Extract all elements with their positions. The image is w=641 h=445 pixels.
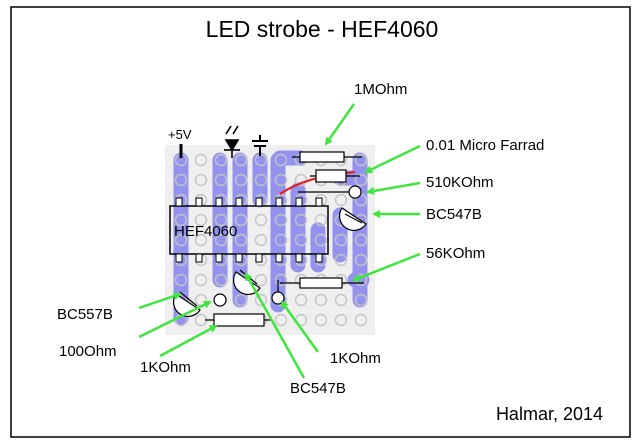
- board-hole: [354, 153, 368, 167]
- label-capacitor: 0.01 Micro Farrad: [426, 137, 544, 154]
- arrow-100ohm: [138, 300, 212, 339]
- diagram-frame: [10, 6, 631, 438]
- board-hole: [214, 153, 228, 167]
- board-hole: [274, 313, 288, 327]
- board-hole: [354, 173, 368, 187]
- label-56k: 56KOhm: [426, 245, 485, 262]
- board-hole: [174, 173, 188, 187]
- board-hole: [314, 213, 328, 227]
- board-hole: [174, 213, 188, 227]
- arrow-1k-right: [280, 300, 320, 353]
- label-1k-left: 1KOhm: [140, 359, 191, 376]
- board-hole: [314, 293, 328, 307]
- board-hole: [234, 153, 248, 167]
- label-100ohm: 100Ohm: [59, 343, 117, 360]
- arrow-56k: [352, 252, 421, 282]
- board-hole: [234, 213, 248, 227]
- board-hole: [194, 233, 208, 247]
- arrow-bc547b-bottom: [244, 272, 306, 379]
- label-bc547b-bottom: BC547B: [290, 380, 346, 397]
- arrow-1mohm: [324, 103, 356, 146]
- board-hole: [274, 153, 288, 167]
- ground-icon: [252, 135, 268, 156]
- supply-label: +5V: [168, 127, 192, 142]
- arrow-1k-left: [159, 324, 218, 358]
- resistor-100ohm: [213, 293, 227, 307]
- board-hole: [254, 213, 268, 227]
- ic-label: HEF4060: [174, 223, 237, 240]
- label-bc547b-top: BC547B: [426, 206, 482, 223]
- board-hole: [174, 233, 188, 247]
- board-hole: [294, 213, 308, 227]
- resistor-1mohm: [292, 151, 362, 163]
- pointer-arrows: [138, 103, 421, 379]
- board-hole: [214, 173, 228, 187]
- capacitor-001uf: [310, 169, 360, 183]
- board-hole: [274, 273, 288, 287]
- board-hole: [254, 173, 268, 187]
- board-hole: [214, 233, 228, 247]
- board-hole: [314, 233, 328, 247]
- board-hole: [334, 293, 348, 307]
- board-hole: [234, 173, 248, 187]
- arrow-bc557b: [138, 292, 182, 310]
- board-hole: [354, 253, 368, 267]
- board-hole: [174, 273, 188, 287]
- arrow-510k: [366, 181, 421, 195]
- board-hole: [194, 273, 208, 287]
- board-hole: [334, 313, 348, 327]
- label-1k-right: 1KOhm: [330, 350, 381, 367]
- board-hole: [354, 233, 368, 247]
- board-hole: [214, 213, 228, 227]
- board-hole: [234, 233, 248, 247]
- board-hole: [334, 233, 348, 247]
- board-hole: [254, 273, 268, 287]
- resistor-510k: [298, 185, 362, 199]
- board-hole: [254, 233, 268, 247]
- board-hole: [194, 213, 208, 227]
- board-hole: [254, 293, 268, 307]
- board-hole: [314, 313, 328, 327]
- resistor-1k-left: [205, 313, 272, 327]
- arrow-c001: [364, 144, 421, 174]
- board-hole: [274, 233, 288, 247]
- board-hole: [274, 213, 288, 227]
- resistor-56k: [280, 277, 364, 289]
- board-hole: [334, 193, 348, 207]
- board-hole: [234, 293, 248, 307]
- board-hole: [214, 273, 228, 287]
- ic-hef4060: HEF4060: [169, 197, 329, 263]
- board-hole: [194, 173, 208, 187]
- board-hole: [334, 253, 348, 267]
- board-hole: [294, 173, 308, 187]
- credit-text: Halmar, 2014: [496, 404, 603, 424]
- diagram-title: LED strobe - HEF4060: [206, 16, 439, 42]
- transistor-bc547b-top: [338, 207, 367, 231]
- label-1mohm: 1MOhm: [354, 81, 407, 98]
- board-hole: [354, 313, 368, 327]
- led-icon: [224, 125, 240, 158]
- board-hole: [294, 293, 308, 307]
- board-hole: [294, 233, 308, 247]
- board-hole: [274, 173, 288, 187]
- label-bc557b: BC557B: [57, 306, 113, 323]
- label-510k: 510KOhm: [426, 174, 494, 191]
- board-hole: [194, 153, 208, 167]
- board-hole: [354, 293, 368, 307]
